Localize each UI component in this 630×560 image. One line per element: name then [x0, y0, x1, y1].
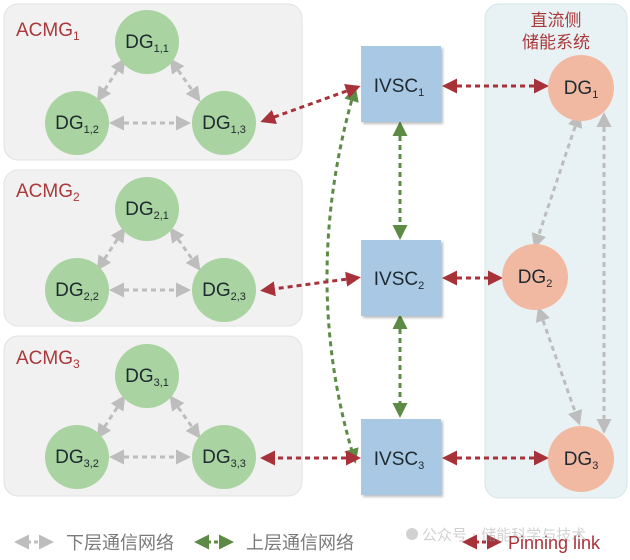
legend-label: 上层通信网络	[246, 533, 354, 554]
svg-text:DG1,2: DG1,2	[55, 113, 99, 136]
dg-node-2-1[interactable]: DG2,1	[115, 177, 179, 241]
svg-text:DG2,3: DG2,3	[202, 280, 246, 303]
lower-link	[531, 112, 583, 249]
upper-links	[325, 86, 408, 464]
svg-text:DG3,3: DG3,3	[202, 447, 246, 470]
legend-item-lower: 下层通信网络	[13, 533, 174, 554]
dc-storage-title-line1: 直流侧	[531, 11, 582, 31]
svg-text:DG3,2: DG3,2	[55, 447, 99, 470]
svg-text:DG2: DG2	[518, 267, 553, 290]
acmg-label: ACMG3	[16, 348, 80, 371]
pinning-link	[260, 83, 361, 125]
ivsc-2[interactable]: IVSC2	[361, 240, 441, 316]
svg-text:DG3,1: DG3,1	[125, 366, 169, 389]
dc-dg-node-3[interactable]: DG3	[548, 426, 614, 492]
dg-node-1-2[interactable]: DG1,2	[45, 91, 109, 155]
legend: 下层通信网络 上层通信网络 Pinning link	[13, 533, 601, 554]
dg-node-2-3[interactable]: DG2,3	[192, 258, 256, 322]
dc-storage-title-line2: 储能系统	[522, 33, 590, 53]
dg-node-1-3[interactable]: DG1,3	[192, 91, 256, 155]
svg-text:DG2,2: DG2,2	[55, 280, 99, 303]
dc-dg-node-2[interactable]: DG2	[502, 244, 568, 310]
svg-text:DG1,1: DG1,1	[125, 32, 169, 55]
pinning-links	[260, 78, 549, 466]
lower-link	[535, 306, 583, 426]
ivsc-3[interactable]: IVSC3	[361, 419, 441, 495]
pinning-link	[260, 271, 361, 297]
dg-node-3-2[interactable]: DG3,2	[45, 425, 109, 489]
svg-text:IVSC3: IVSC3	[374, 449, 424, 472]
dc-storage-system: 直流侧 储能系统	[484, 3, 628, 499]
lower-link	[96, 394, 126, 440]
dg-node-1-1[interactable]: DG1,1	[115, 10, 179, 74]
dg-node-2-2[interactable]: DG2,2	[45, 258, 109, 322]
lower-link	[169, 227, 201, 271]
legend-label: 下层通信网络	[66, 533, 174, 554]
lower-link	[96, 57, 126, 103]
lower-link	[169, 395, 201, 439]
lower-link	[96, 226, 126, 272]
acmg-label: ACMG2	[16, 181, 80, 204]
svg-text:DG1: DG1	[564, 78, 599, 101]
acmg-nodes: DG1,1 DG1,2 DG1,3 DG2,1 DG2,2 DG2,3 DG3,…	[45, 10, 256, 489]
acmg-label: ACMG1	[16, 20, 80, 43]
dc-nodes: DG1 DG2 DG3	[502, 55, 614, 492]
upper-link	[325, 86, 359, 464]
svg-text:DG3: DG3	[564, 449, 599, 472]
wechat-icon	[406, 528, 418, 540]
watermark: 公众号 · 储能科学与技术	[406, 526, 586, 544]
lower-link	[169, 58, 201, 102]
legend-item-upper: 上层通信网络	[194, 533, 354, 554]
legend-item-pinning: Pinning link	[462, 533, 601, 553]
watermark-text: 公众号 · 储能科学与技术	[422, 526, 586, 544]
svg-text:DG1,3: DG1,3	[202, 113, 246, 136]
lower-links	[96, 57, 612, 465]
ivsc-1[interactable]: IVSC1	[361, 46, 441, 122]
dg-node-3-1[interactable]: DG3,1	[115, 344, 179, 408]
dc-storage-panel	[484, 3, 628, 499]
svg-text:IVSC2: IVSC2	[374, 269, 424, 292]
dc-dg-node-1[interactable]: DG1	[548, 55, 614, 121]
svg-text:DG2,1: DG2,1	[125, 199, 169, 222]
legend-label: Pinning link	[508, 533, 601, 553]
ivsc-boxes: IVSC1 IVSC2 IVSC3	[361, 46, 441, 495]
svg-text:IVSC1: IVSC1	[374, 76, 424, 99]
dg-node-3-3[interactable]: DG3,3	[192, 425, 256, 489]
